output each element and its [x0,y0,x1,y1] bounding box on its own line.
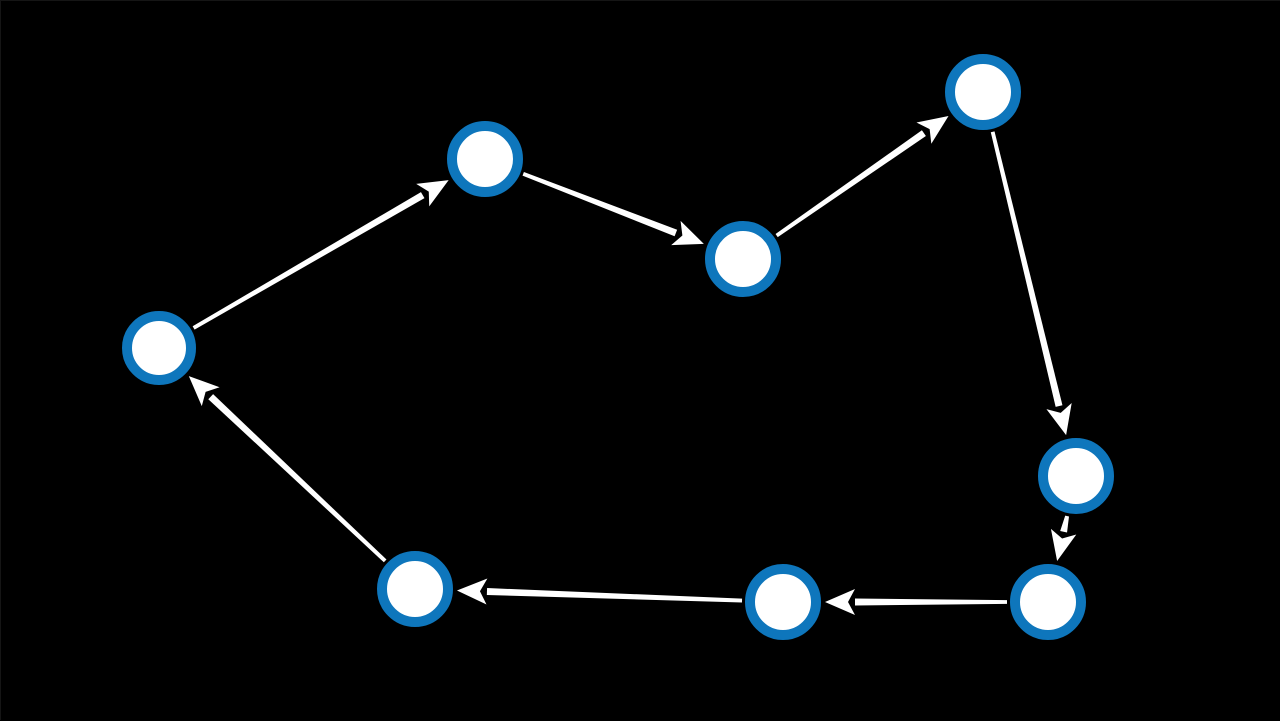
graph-node[interactable] [1010,564,1086,640]
graph-node[interactable] [122,311,196,385]
node-ring [122,311,196,385]
graph-edge[interactable] [825,589,1007,615]
edge-shaft [522,172,678,237]
node-ring [945,54,1021,130]
graph-edge[interactable] [990,131,1072,436]
graph-edge[interactable] [188,376,387,563]
edge-shaft [208,394,387,563]
graph-edge[interactable] [522,172,704,246]
edge-shaft [855,598,1007,606]
graph-node[interactable] [1038,438,1114,514]
edge-shaft [1060,515,1069,533]
arrowhead-icon [1046,402,1072,436]
node-ring [705,221,781,297]
node-ring [377,551,453,627]
graph-node[interactable] [705,221,781,297]
node-ring [447,121,523,197]
graph-edge[interactable] [775,115,949,238]
arrowhead-icon [825,589,855,615]
arrowhead-icon [188,376,220,407]
graph-edge[interactable] [1050,515,1077,561]
graph-node[interactable] [945,54,1021,130]
graph-node[interactable] [377,551,453,627]
node-ring [1010,564,1086,640]
node-layer [122,54,1114,640]
edge-shaft [990,131,1063,407]
arrowhead-icon [1050,528,1077,561]
node-ring [745,564,821,640]
graph-edge[interactable] [192,180,449,330]
arrowhead-icon [671,220,704,246]
node-ring [1038,438,1114,514]
arrowhead-icon [416,180,449,207]
graph-node[interactable] [745,564,821,640]
arrowhead-icon [916,115,949,144]
edge-shaft [486,588,743,603]
graph-node[interactable] [447,121,523,197]
edge-shaft [192,192,425,330]
graph-edge[interactable] [456,578,743,605]
edge-layer [188,115,1077,615]
edge-shaft [775,130,926,238]
arrowhead-icon [456,578,488,605]
